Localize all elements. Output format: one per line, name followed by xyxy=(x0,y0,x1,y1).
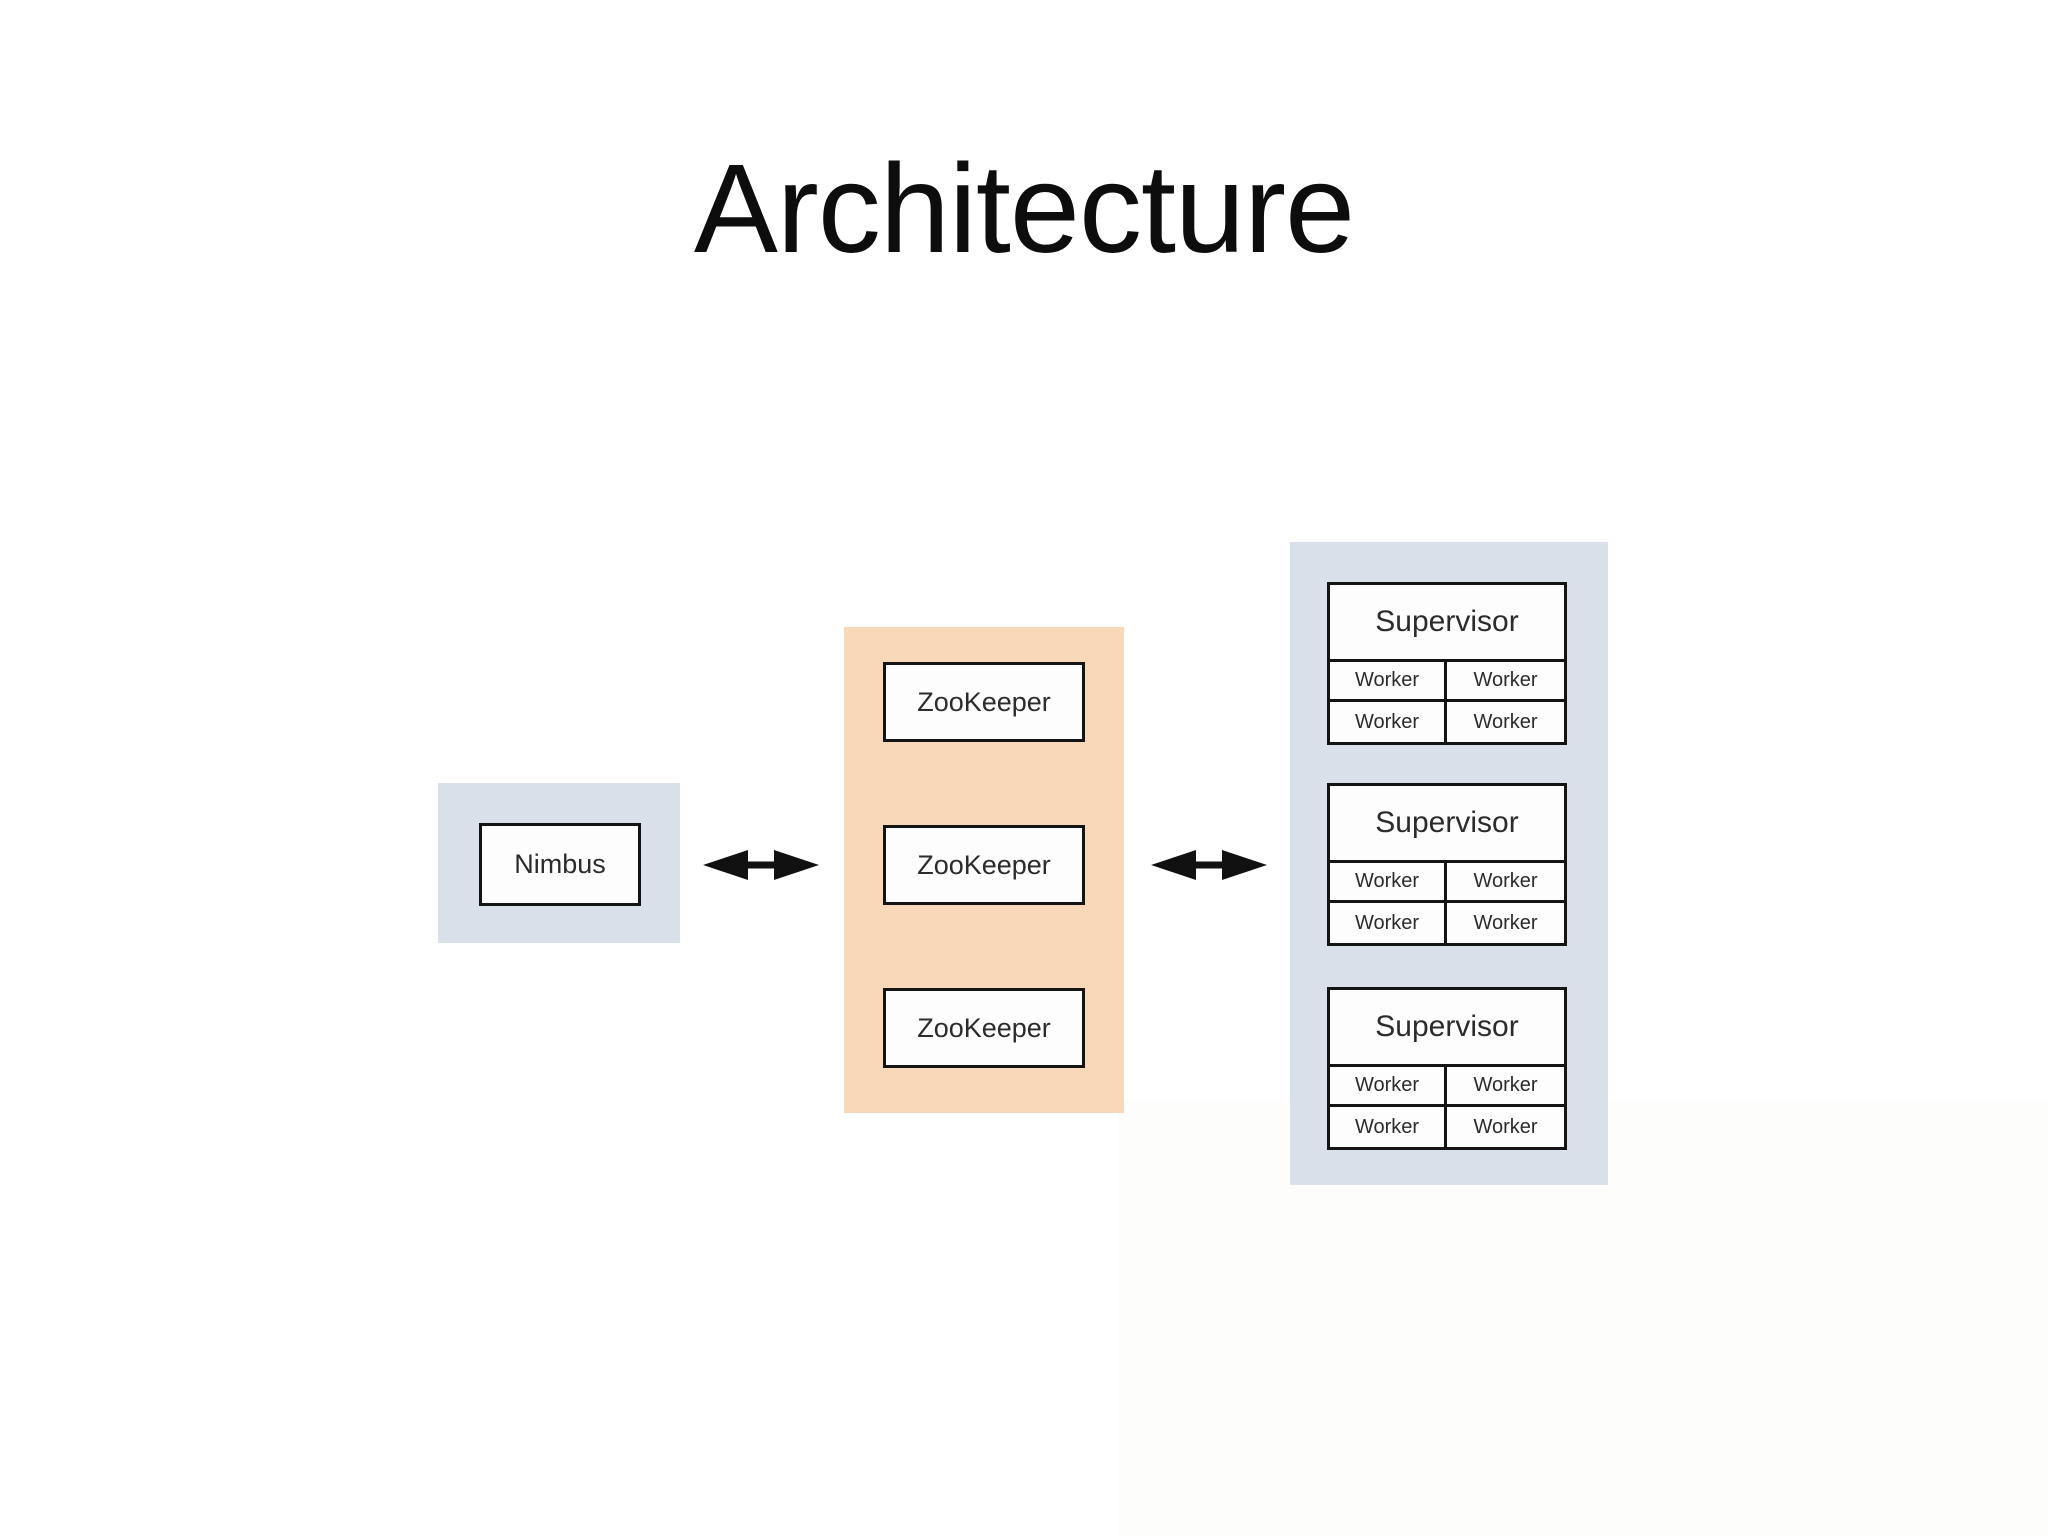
zookeeper-node: ZooKeeper xyxy=(883,662,1085,742)
zookeeper-panel: ZooKeeper ZooKeeper ZooKeeper xyxy=(844,627,1124,1113)
supervisor-label: Supervisor xyxy=(1375,1010,1519,1043)
worker-cell: Worker xyxy=(1473,1115,1538,1138)
supervisor-label: Supervisor xyxy=(1375,605,1519,638)
supervisor-group: Supervisor Worker Worker Worker Worker xyxy=(1327,987,1567,1150)
supervisor-label: Supervisor xyxy=(1375,806,1519,839)
supervisor-node: Supervisor xyxy=(1327,582,1567,662)
bidirectional-arrow-icon xyxy=(1151,850,1267,880)
worker-grid: Worker Worker Worker Worker xyxy=(1327,662,1567,745)
worker-cell: Worker xyxy=(1330,702,1447,742)
worker-grid: Worker Worker Worker Worker xyxy=(1327,1067,1567,1150)
worker-cell: Worker xyxy=(1473,911,1538,934)
supervisor-group: Supervisor Worker Worker Worker Worker xyxy=(1327,783,1567,946)
worker-cell: Worker xyxy=(1330,863,1447,903)
zookeeper-label: ZooKeeper xyxy=(917,1012,1051,1043)
worker-cell: Worker xyxy=(1447,662,1564,702)
nimbus-node: Nimbus xyxy=(479,823,641,906)
worker-cell: Worker xyxy=(1330,1107,1447,1147)
zookeeper-label: ZooKeeper xyxy=(917,849,1051,880)
nimbus-panel: Nimbus xyxy=(438,783,680,943)
slide-title: Architecture xyxy=(693,138,1355,279)
zookeeper-node: ZooKeeper xyxy=(883,825,1085,905)
worker-cell: Worker xyxy=(1447,863,1564,903)
worker-cell: Worker xyxy=(1473,710,1538,733)
worker-grid: Worker Worker Worker Worker xyxy=(1327,863,1567,946)
bidirectional-arrow-icon xyxy=(703,850,819,880)
worker-cell: Worker xyxy=(1330,903,1447,943)
zookeeper-node: ZooKeeper xyxy=(883,988,1085,1068)
supervisor-node: Supervisor xyxy=(1327,783,1567,863)
supervisor-node: Supervisor xyxy=(1327,987,1567,1067)
worker-cell: Worker xyxy=(1330,662,1447,702)
supervisor-panel: Supervisor Worker Worker Worker Worker S… xyxy=(1290,542,1608,1185)
zookeeper-label: ZooKeeper xyxy=(917,686,1051,717)
worker-cell: Worker xyxy=(1447,1067,1564,1107)
nimbus-label: Nimbus xyxy=(514,849,606,879)
worker-cell: Worker xyxy=(1330,1067,1447,1107)
supervisor-group: Supervisor Worker Worker Worker Worker xyxy=(1327,582,1567,745)
